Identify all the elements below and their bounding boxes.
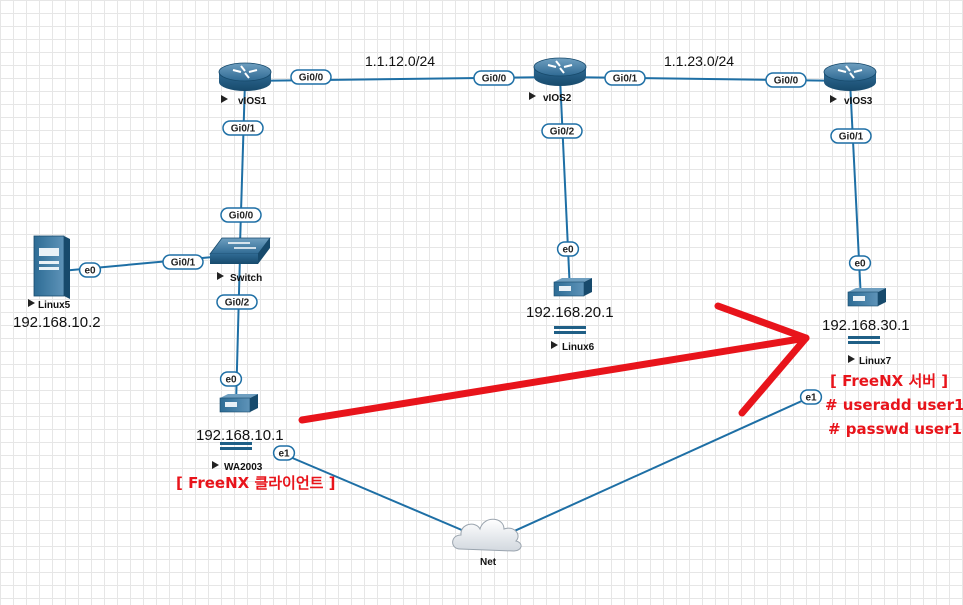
router-icon bbox=[533, 57, 587, 86]
port-label-text: e0 bbox=[854, 259, 866, 270]
ip-label-linux5: 192.168.10.2 bbox=[13, 314, 101, 331]
node-label-linux5: Linux5 bbox=[38, 300, 71, 311]
port-label-v3-g01: Gi0/1 bbox=[830, 128, 872, 144]
annotation-cmd-passwd: # passwd user1 bbox=[828, 420, 962, 438]
port-label-sw-g00: Gi0/0 bbox=[220, 207, 262, 223]
link-linux7-net[interactable] bbox=[489, 394, 816, 543]
port-label-text: Gi0/0 bbox=[482, 74, 507, 85]
port-label-text: Gi0/1 bbox=[171, 258, 196, 269]
port-label-l6-e0: e0 bbox=[556, 241, 580, 257]
node-label-linux6: Linux6 bbox=[562, 342, 595, 353]
port-label-text: Gi0/1 bbox=[231, 124, 256, 135]
port-label-v2-g00: Gi0/0 bbox=[473, 70, 515, 86]
host-linux5[interactable]: Linux5 192.168.10.2 bbox=[13, 235, 101, 331]
port-label-v1-g00: Gi0/0 bbox=[290, 69, 332, 85]
subnet-label-1-1-23: 1.1.23.0/24 bbox=[664, 53, 734, 69]
play-marker-icon bbox=[28, 299, 35, 307]
port-label-v3-g00: Gi0/0 bbox=[765, 72, 807, 88]
port-label-text: e0 bbox=[225, 375, 237, 386]
node-label-switch: Switch bbox=[230, 273, 262, 284]
port-label-text: Gi0/0 bbox=[299, 73, 324, 84]
port-label-text: e0 bbox=[562, 245, 574, 256]
port-label-v2-g01: Gi0/1 bbox=[604, 70, 646, 86]
port-label-text: e1 bbox=[805, 393, 817, 404]
node-label-linux7: Linux7 bbox=[859, 356, 892, 367]
play-marker-icon bbox=[217, 272, 224, 280]
node-label-wa2003: WA2003 bbox=[224, 462, 263, 473]
router-vios1[interactable]: vIOS1 bbox=[218, 62, 272, 107]
play-marker-icon bbox=[529, 92, 536, 100]
switch-node[interactable]: Switch bbox=[209, 237, 271, 284]
subnet-label-1-1-12: 1.1.12.0/24 bbox=[365, 53, 435, 69]
router-vios3[interactable]: vIOS3 bbox=[823, 62, 877, 107]
client-to-server-arrow bbox=[298, 302, 810, 424]
port-label-wa-e1: e1 bbox=[272, 445, 296, 461]
annotation-cmd-useradd: # useradd user1 bbox=[825, 396, 963, 414]
server-box-icon bbox=[553, 278, 592, 334]
node-label-vios1: vIOS1 bbox=[238, 96, 267, 107]
port-label-text: Gi0/0 bbox=[774, 76, 799, 87]
cloud-net[interactable]: Net bbox=[452, 518, 522, 568]
node-label-net: Net bbox=[480, 557, 497, 568]
port-label-text: e0 bbox=[84, 266, 96, 277]
port-label-wa-e0: e0 bbox=[219, 371, 243, 387]
router-icon bbox=[823, 62, 877, 91]
play-marker-icon bbox=[848, 355, 855, 363]
ip-label-linux6: 192.168.20.1 bbox=[526, 304, 614, 321]
router-vios2[interactable]: vIOS2 bbox=[529, 57, 587, 104]
cloud-icon bbox=[452, 518, 522, 552]
host-wa2003[interactable]: 192.168.10.1 WA2003 bbox=[196, 394, 284, 473]
play-marker-icon bbox=[221, 95, 228, 103]
links bbox=[49, 76, 862, 543]
host-linux6[interactable]: 192.168.20.1 Linux6 bbox=[526, 278, 614, 353]
port-label-sw-g02: Gi0/2 bbox=[216, 294, 258, 310]
port-label-text: e1 bbox=[278, 449, 290, 460]
host-linux7[interactable]: 192.168.30.1 Linux7 bbox=[822, 288, 910, 367]
port-label-sw-g01: Gi0/1 bbox=[162, 254, 204, 270]
annotation-client: [ FreeNX 클라이언트 ] bbox=[176, 474, 336, 492]
server-box-icon bbox=[219, 394, 258, 450]
port-label-v2-g02: Gi0/2 bbox=[541, 123, 583, 139]
server-tower-icon bbox=[33, 235, 70, 299]
play-marker-icon bbox=[212, 461, 219, 469]
link-wa2003-net[interactable] bbox=[282, 453, 491, 543]
port-label-text: Gi0/2 bbox=[550, 127, 575, 138]
port-label-text: Gi0/1 bbox=[839, 132, 864, 143]
port-label-text: Gi0/0 bbox=[229, 211, 254, 222]
annotation-server: [ FreeNX 서버 ] bbox=[830, 372, 948, 390]
server-box-icon bbox=[847, 288, 886, 344]
port-label-v1-g01: Gi0/1 bbox=[222, 120, 264, 136]
port-label-text: Gi0/1 bbox=[613, 74, 638, 85]
ip-label-linux7: 192.168.30.1 bbox=[822, 317, 910, 334]
link-switch-linux5[interactable] bbox=[49, 254, 236, 273]
port-label-l7-e0: e0 bbox=[848, 255, 872, 271]
port-label-l5-e0: e0 bbox=[78, 262, 102, 278]
port-label-text: Gi0/2 bbox=[225, 298, 250, 309]
router-icon bbox=[218, 62, 272, 91]
node-label-vios3: vIOS3 bbox=[844, 96, 873, 107]
port-label-l7-e1: e1 bbox=[799, 389, 823, 405]
node-label-vios2: vIOS2 bbox=[543, 93, 572, 104]
switch-icon bbox=[209, 237, 271, 264]
ip-label-wa2003: 192.168.10.1 bbox=[196, 427, 284, 444]
play-marker-icon bbox=[551, 341, 558, 349]
play-marker-icon bbox=[830, 95, 837, 103]
link-vios2-linux6[interactable] bbox=[559, 76, 571, 293]
